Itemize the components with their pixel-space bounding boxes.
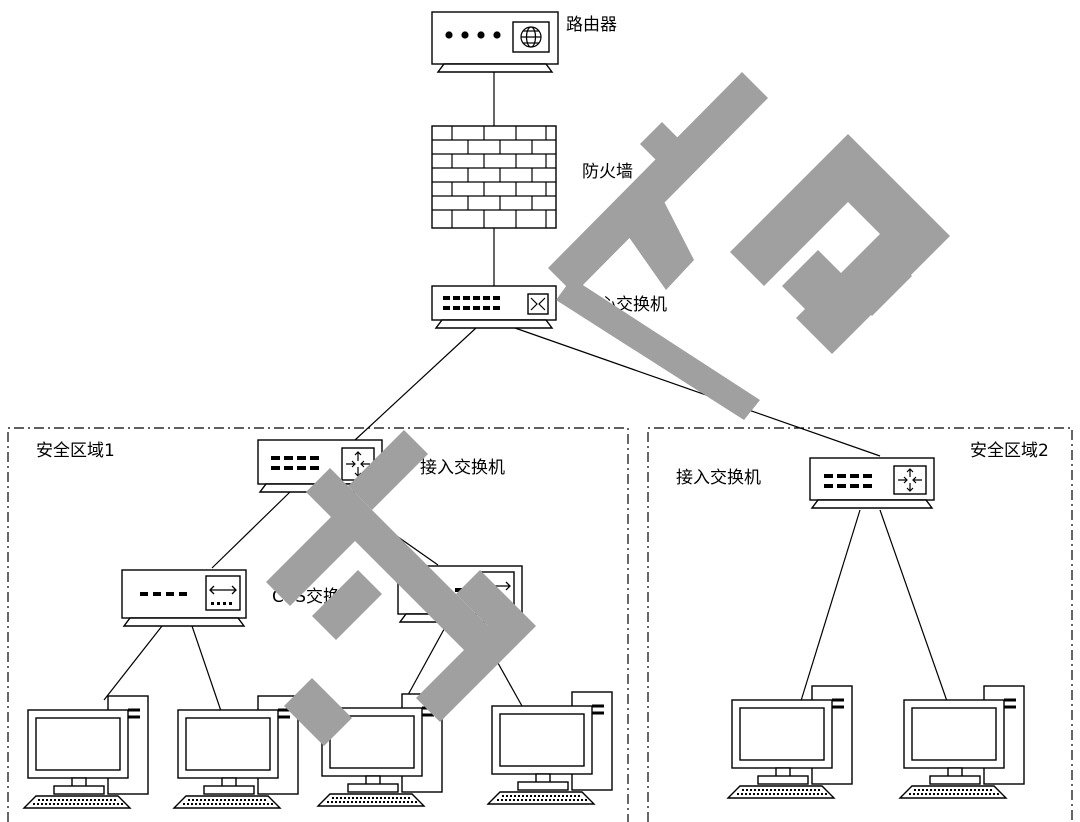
zone1-label: 安全区域1 bbox=[36, 441, 115, 461]
firewall-label: 防火墙 bbox=[582, 162, 633, 182]
cbs-switch-left bbox=[122, 570, 246, 626]
pc-6 bbox=[900, 686, 1024, 798]
router-device bbox=[432, 12, 558, 72]
access-switch-2-label: 接入交换机 bbox=[676, 468, 761, 488]
pc-1 bbox=[24, 696, 148, 808]
access-switch-zone2 bbox=[810, 458, 934, 508]
pc-2 bbox=[174, 696, 298, 808]
firewall-device bbox=[432, 126, 556, 228]
zone2-label: 安全区域2 bbox=[970, 441, 1049, 461]
pc-5 bbox=[728, 686, 852, 798]
core-switch-device bbox=[432, 286, 556, 328]
pc-4 bbox=[488, 692, 612, 804]
access-switch-1-label: 接入交换机 bbox=[420, 458, 505, 478]
router-label: 路由器 bbox=[566, 15, 617, 35]
